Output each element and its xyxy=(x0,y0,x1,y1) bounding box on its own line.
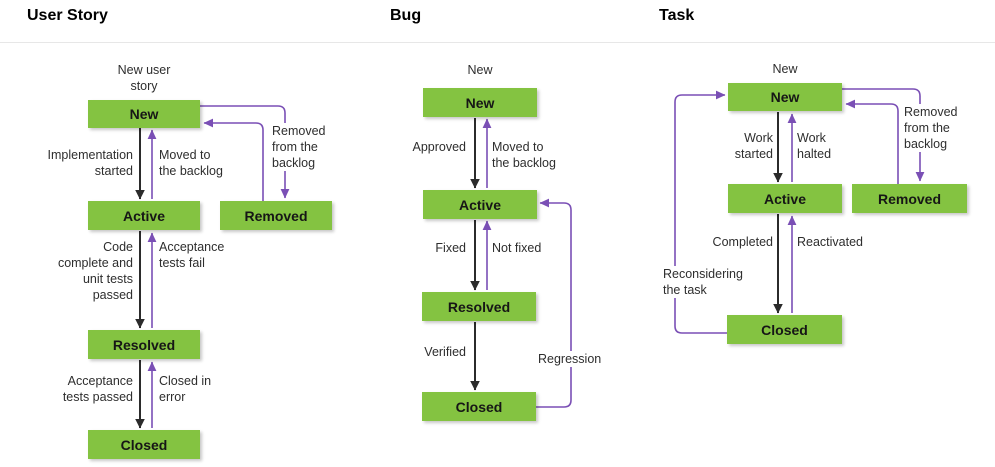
user-story-label-acceptance-tests-fail: Acceptance tests fail xyxy=(159,240,225,270)
task-label-removed-from-backlog: Removed from the backlog xyxy=(904,104,972,152)
user-story-state-resolved: Resolved xyxy=(88,330,200,359)
task-entry-label: New xyxy=(772,62,798,76)
task-state-closed: Closed xyxy=(727,315,842,344)
user-story-label-removed-from-backlog: Removed from the backlog xyxy=(272,123,336,171)
task-arrow-removed-to-new xyxy=(845,99,899,184)
user-story-label-moved-to-backlog: Moved to the backlog xyxy=(159,148,223,178)
bug-label-approved: Approved xyxy=(412,140,466,154)
task-label-reactivated: Reactivated xyxy=(797,235,864,249)
bug-entry-label: New xyxy=(467,63,493,77)
bug-state-active: Active xyxy=(423,190,537,219)
bug-state-resolved: Resolved xyxy=(422,292,536,321)
user-story-state-active: Active xyxy=(88,201,200,230)
task-state-removed: Removed xyxy=(852,184,967,213)
user-story-label-implementation-started: Implementation started xyxy=(47,148,133,178)
task-state-active: Active xyxy=(728,184,842,213)
bug-label-not-fixed: Not fixed xyxy=(492,241,542,255)
section-divider xyxy=(0,42,995,43)
bug-arrow-regression xyxy=(536,198,572,408)
user-story-state-closed: Closed xyxy=(88,430,200,459)
bug-label-moved-to-backlog: Moved to the backlog xyxy=(492,140,556,170)
bug-state-closed: Closed xyxy=(422,392,536,421)
user-story-arrow-removed-to-new xyxy=(203,118,264,201)
task-arrow-reconsidering xyxy=(674,90,727,334)
task-arrow-new-to-removed xyxy=(842,88,925,182)
task-state-new: New xyxy=(728,83,842,111)
bug-title: Bug xyxy=(390,7,422,24)
user-story-label-closed-in-error: Closed in error xyxy=(159,374,212,404)
user-story-state-removed: Removed xyxy=(220,201,332,230)
user-story-arrow-new-to-removed xyxy=(200,105,290,199)
task-label-completed: Completed xyxy=(712,235,773,249)
bug-label-regression: Regression xyxy=(538,351,614,367)
task-label-work-halted: Work halted xyxy=(797,131,832,161)
task-label-work-started: Work started xyxy=(734,131,773,161)
bug-label-fixed: Fixed xyxy=(435,241,466,255)
bug-label-verified: Verified xyxy=(424,345,466,359)
bug-state-new: New xyxy=(423,88,537,117)
task-title: Task xyxy=(659,7,695,24)
user-story-title: User Story xyxy=(27,7,108,24)
user-story-entry-label: New user story xyxy=(117,63,171,93)
task-label-reconsidering: Reconsidering the task xyxy=(663,266,755,298)
user-story-label-acceptance-tests-passed: Acceptance tests passed xyxy=(62,374,133,404)
user-story-state-new: New xyxy=(88,100,200,128)
user-story-label-code-complete: Code complete and unit tests passed xyxy=(57,240,133,302)
